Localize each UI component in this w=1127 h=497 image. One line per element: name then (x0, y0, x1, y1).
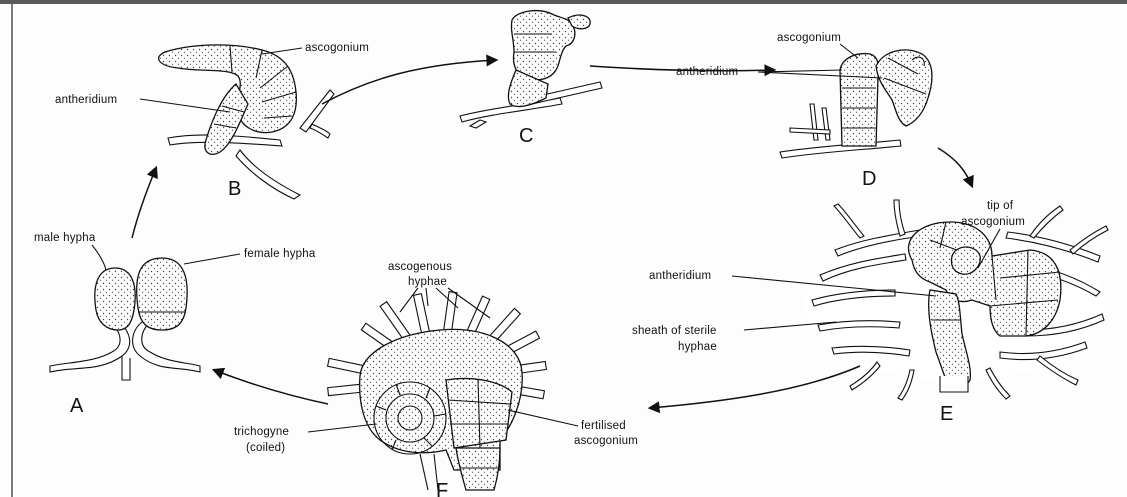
top-strip (0, 0, 1127, 4)
stage-d-drawing (780, 50, 932, 158)
stage-c-label: C (519, 125, 533, 147)
d-antheridium-label: antheridium (676, 66, 738, 78)
f-fertilised-label-line2: ascogonium (574, 435, 638, 447)
arrow-b-to-c (322, 60, 496, 104)
f-trichogyne-label-line1: trichogyne (234, 426, 289, 438)
stage-a-label: A (70, 395, 84, 417)
female-hypha (137, 258, 188, 330)
male-hypha (95, 268, 135, 330)
stage-d-label: D (862, 168, 876, 190)
arrow-f-to-a (214, 370, 328, 404)
b-ascogonium-label: ascogonium (305, 42, 369, 54)
e-antheridium-label: antheridium (649, 270, 711, 282)
d-ascogonium-label: ascogonium (777, 32, 841, 44)
stage-b-drawing (159, 45, 334, 199)
stage-f-label: F (436, 480, 448, 497)
e-sheath-label-line2: hyphae (678, 341, 717, 353)
ascogonium-c (511, 11, 574, 80)
e-tip-label-line2: ascogonium (961, 216, 1025, 228)
f-ascogenous-label-line1: ascogenous (388, 261, 452, 273)
stage-f-drawing (328, 292, 547, 490)
b-antheridium-label: antheridium (55, 94, 117, 106)
female-hypha-label: female hypha (244, 248, 316, 260)
arrow-a-to-b (132, 168, 156, 238)
e-tip-label-line1: tip of (987, 200, 1014, 212)
f-ascogenous-label-line2: hyphae (408, 276, 447, 288)
f-trichogyne-label-line2: (coiled) (246, 442, 285, 454)
stage-e-label: E (940, 403, 953, 425)
e-sheath-label-line1: sheath of sterile (632, 325, 717, 337)
male-hypha-label: male hypha (34, 232, 96, 244)
stage-c-drawing (460, 11, 602, 128)
stage-b-label: B (228, 178, 241, 200)
stage-a-drawing (50, 258, 200, 380)
ascogonium-d (840, 54, 879, 146)
arrow-d-to-e (938, 148, 972, 186)
f-fertilised-label-line1: fertilised (581, 420, 626, 432)
antheridium-d (876, 50, 932, 126)
arrow-e-to-f (650, 366, 860, 408)
